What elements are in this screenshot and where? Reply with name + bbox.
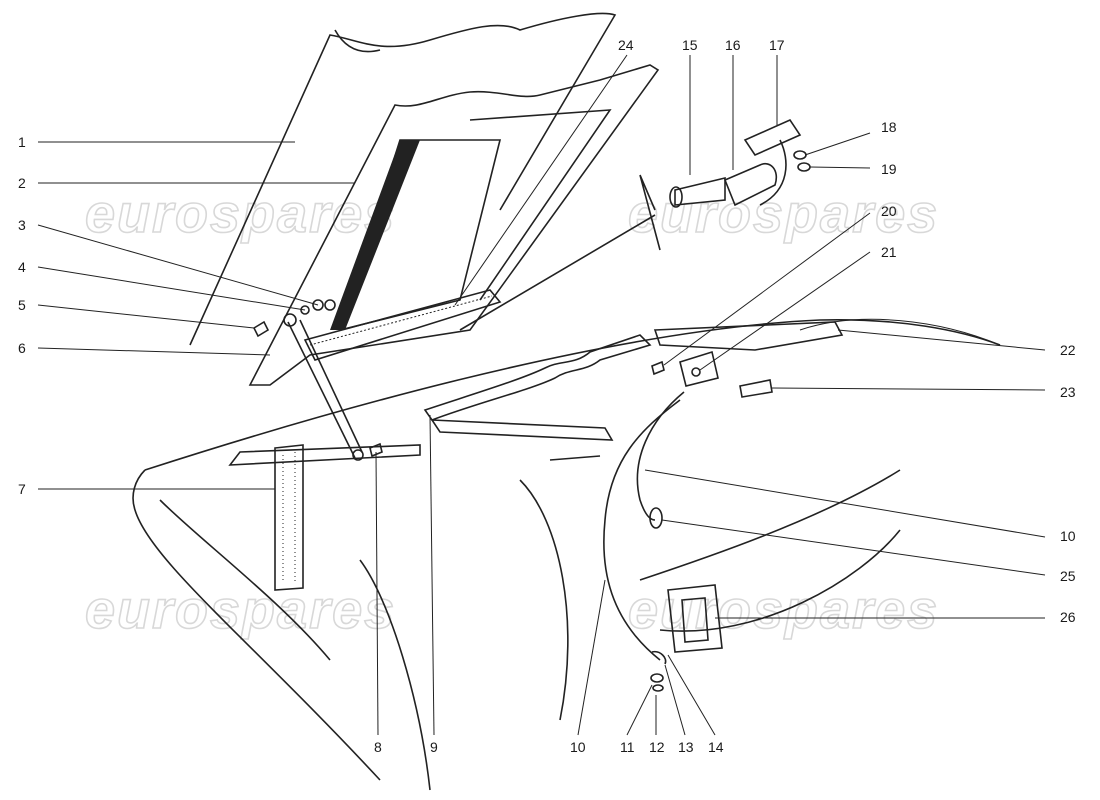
callout-3: 3 (18, 217, 26, 233)
callout-20: 20 (881, 203, 897, 219)
lid-seal-strip (303, 289, 502, 361)
callout-9: 9 (430, 739, 438, 755)
callout-4: 4 (18, 259, 26, 275)
watermark-bottom-left: eurospares (85, 580, 396, 640)
lid-inner-frame (248, 64, 660, 386)
callout-14: 14 (708, 739, 724, 755)
latch-assembly (651, 350, 773, 398)
watermark-top-right: eurospares (628, 184, 939, 244)
callout-5: 5 (18, 297, 26, 313)
callout-16: 16 (725, 37, 741, 53)
foam-pad (274, 444, 304, 591)
callout-10-bottom: 10 (570, 739, 586, 755)
release-handle (667, 584, 723, 653)
opening-seal (423, 321, 844, 441)
callout-19: 19 (881, 161, 897, 177)
leader-lines (37, 54, 1046, 736)
callout-2: 2 (18, 175, 26, 191)
callout-labels: 1 2 3 4 5 6 7 8 9 10 11 12 13 14 15 16 1… (18, 37, 1076, 755)
callout-23: 23 (1060, 384, 1076, 400)
fixing-washers (252, 299, 383, 458)
callout-13: 13 (678, 739, 694, 755)
cable-nuts (650, 650, 667, 692)
callout-18: 18 (881, 119, 897, 135)
callout-15: 15 (682, 37, 698, 53)
car-body-outline (132, 318, 1001, 791)
gas-strut (283, 313, 364, 461)
callout-12: 12 (649, 739, 665, 755)
callout-24: 24 (618, 37, 634, 53)
release-cable (603, 391, 685, 661)
callout-8: 8 (374, 739, 382, 755)
callout-11: 11 (620, 739, 635, 755)
callout-21: 21 (881, 244, 897, 260)
hinge-detail (459, 118, 811, 331)
callout-25: 25 (1060, 568, 1076, 584)
callout-22: 22 (1060, 342, 1076, 358)
callout-17: 17 (769, 37, 785, 53)
callout-26: 26 (1060, 609, 1076, 625)
callout-6: 6 (18, 340, 26, 356)
callout-10-right: 10 (1060, 528, 1076, 544)
callout-7: 7 (18, 481, 26, 497)
callout-1: 1 (18, 134, 26, 150)
bonnet-lid (189, 12, 617, 346)
